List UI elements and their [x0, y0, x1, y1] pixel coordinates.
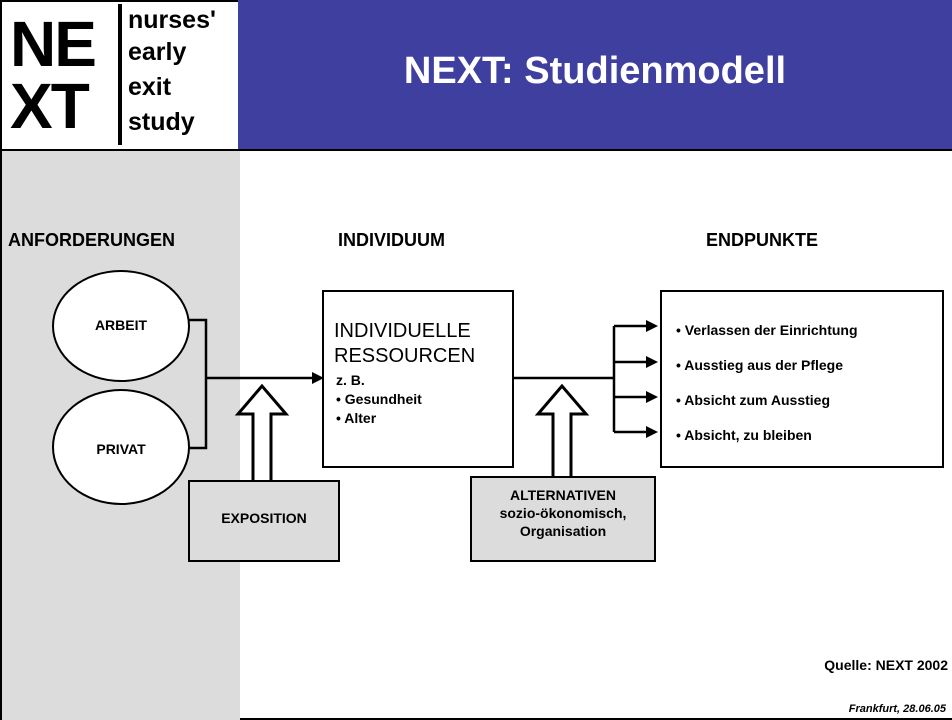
logo-divider [118, 4, 122, 145]
alternatives-line1: ALTERNATIVEN [509, 487, 617, 503]
individual-resources-box: INDIVIDUELLE RESSOURCEN z. B. • Gesundhe… [322, 290, 514, 468]
logo-word-study: study [128, 108, 195, 136]
label-arbeit: ARBEIT [94, 317, 148, 333]
heading-anforderungen: ANFORDERUNGEN [8, 230, 176, 250]
alternatives-line3: Organisation [519, 523, 607, 539]
alternatives-box: ALTERNATIVEN sozio-ökonomisch, Organisat… [470, 476, 656, 562]
label-privat: PRIVAT [96, 441, 146, 457]
arrowhead-individual [312, 372, 324, 384]
header-bar [238, 0, 952, 150]
logo-word-nurses: nurses' [128, 6, 216, 34]
heading-individuum: INDIVIDUUM [338, 230, 445, 250]
individual-item-alter: • Alter [336, 410, 377, 426]
logo-xt: XT [10, 70, 90, 142]
individual-title-line2: RESSOURCEN [334, 345, 476, 367]
arrowhead-endpoint-2 [646, 356, 658, 368]
arrowhead-endpoint-4 [646, 426, 658, 438]
exposition-label: EXPOSITION [221, 510, 307, 526]
ellipse-privat: PRIVAT [52, 389, 190, 505]
individual-item-gesundheit: • Gesundheit [336, 391, 422, 407]
exposition-box: EXPOSITION [188, 480, 340, 562]
arrowhead-endpoint-1 [646, 320, 658, 332]
ellipse-arbeit: ARBEIT [52, 270, 190, 382]
heading-endpunkte: ENDPUNKTE [706, 230, 819, 250]
endpoint-item-1: • Verlassen der Einrichtung [676, 322, 858, 338]
logo-word-early: early [128, 38, 187, 66]
footer-date: Frankfurt, 28.06.05 [848, 703, 946, 715]
logo-ne: NE [10, 8, 97, 80]
endpoint-item-2: • Ausstieg aus der Pflege [676, 357, 843, 373]
alternatives-arrow [534, 383, 590, 480]
logo-word-exit: exit [128, 73, 172, 101]
individual-example: z. B. [336, 372, 365, 388]
demand-bracket [188, 318, 208, 450]
endpoints-box: • Verlassen der Einrichtung • Ausstieg a… [660, 290, 944, 468]
exposition-arrow [234, 383, 290, 484]
header-divider [0, 149, 952, 151]
endpoint-item-4: • Absicht, zu bleiben [676, 427, 812, 443]
source-note: Quelle: NEXT 2002 [824, 657, 948, 673]
individual-title-line1: INDIVIDUELLE [334, 320, 471, 342]
arrowhead-endpoint-3 [646, 391, 658, 403]
slide-title: NEXT: Studienmodell [403, 50, 787, 92]
endpoint-item-3: • Absicht zum Ausstieg [676, 392, 830, 408]
alternatives-line2: sozio-ökonomisch, [499, 505, 627, 521]
